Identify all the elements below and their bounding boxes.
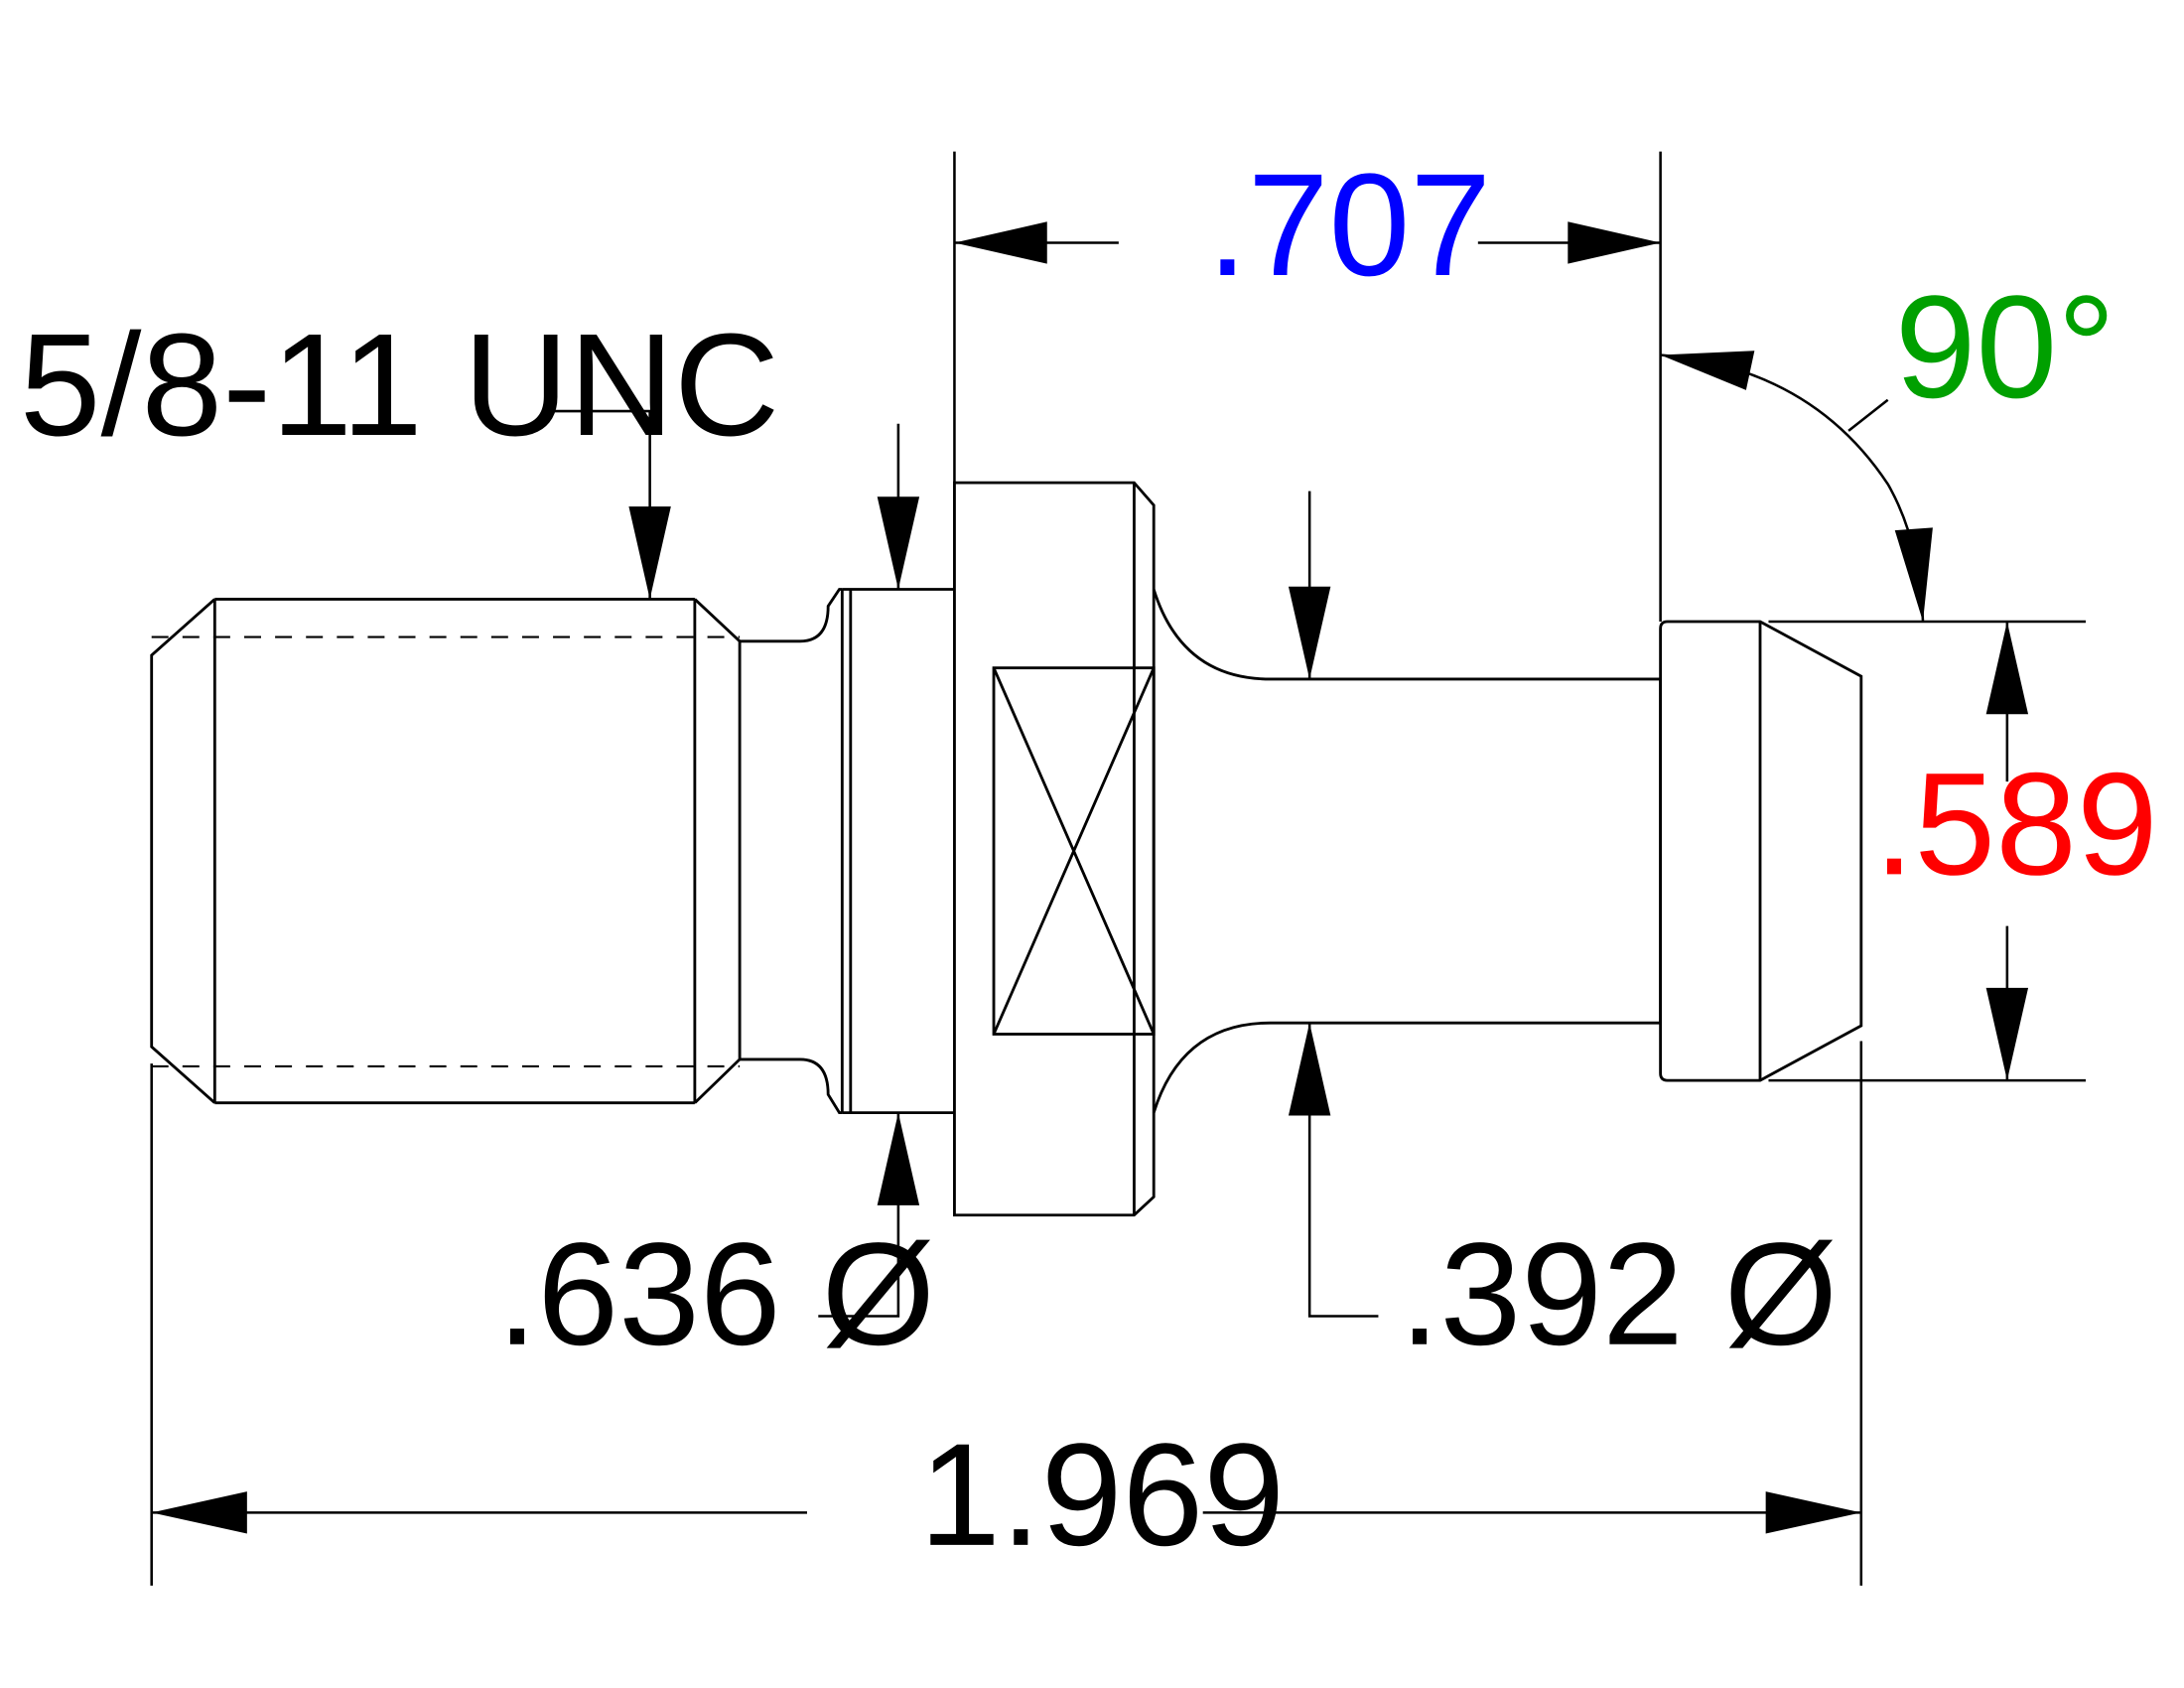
wrench-flat-x [992,667,1156,1036]
arrow-angle-bottom [1894,527,1933,623]
angle-label: 90° [1895,266,2116,429]
length-707-label: .707 [1207,144,1491,307]
arrow-589-bottom [1985,987,2029,1081]
shank [1152,589,1663,1114]
arrow-thread [628,506,671,600]
leader-392 [1307,1023,1379,1318]
head-diameter-label: .589 Ø [1874,743,2184,906]
arrow-707-left [954,221,1047,264]
shank-diameter-label: .392 Ø [1400,1213,1838,1376]
head [1659,620,1863,1082]
thread-chamfer-left [150,598,216,1104]
thread-chamfer-right [693,598,742,1104]
angle-leader [1847,398,1889,432]
arrow-angle-top [1660,351,1755,390]
thread-body [212,597,697,1105]
overall-length-label: 1.969 [919,1414,1285,1577]
arrow-707-right [1568,221,1661,264]
part-outline [150,481,1863,1217]
thread-callout-label: 5/8-11 UNC [20,304,779,467]
relief-groove [740,588,843,1115]
arrow-overall-left [151,1491,247,1534]
arrow-overall-right [1765,1491,1861,1534]
dimension-lines [150,151,2087,1586]
angle-arc [1660,353,1925,623]
dimension-labels: 5/8-11 UNC .707 90° .589 Ø .636 Ø .392 Ø… [20,144,2184,1577]
arrow-392-bottom [1288,1023,1331,1116]
wrench-flat [992,666,1156,1036]
arrow-636-bottom [877,1112,920,1205]
flange [953,481,1156,1217]
arrow-589-top [1985,622,2029,715]
collar-diameter-label: .636 Ø [497,1213,935,1376]
arrow-392-top [1288,586,1331,679]
arrow-636-top [877,496,920,590]
collar [840,588,955,1115]
